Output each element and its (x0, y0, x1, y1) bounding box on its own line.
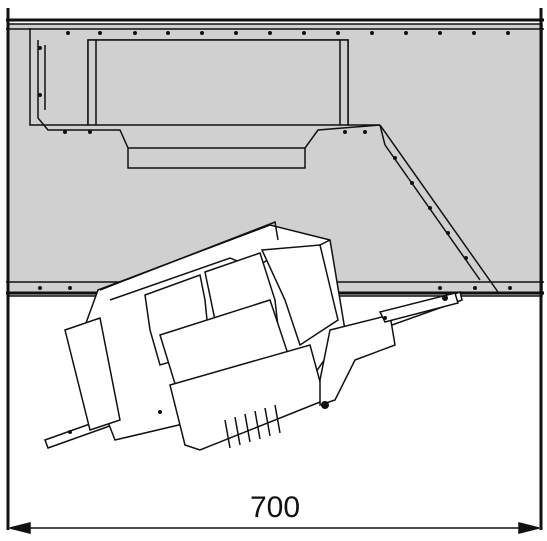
rails (6, 8, 544, 530)
diagonal-plate-holes (393, 156, 468, 260)
dimension-line (9, 522, 540, 534)
housing-block-right (260, 244, 339, 347)
dimension-arrow-left (9, 522, 31, 534)
dimension-label: 700 (249, 491, 301, 524)
duct-holes (38, 46, 367, 134)
dimension-arrow-right (518, 522, 540, 534)
fan-details (68, 295, 448, 434)
rail-holes (38, 31, 512, 290)
motor-base (169, 344, 326, 451)
fan-unit (44, 220, 463, 451)
upper-duct (29, 28, 381, 169)
side-panel-left (64, 317, 121, 431)
